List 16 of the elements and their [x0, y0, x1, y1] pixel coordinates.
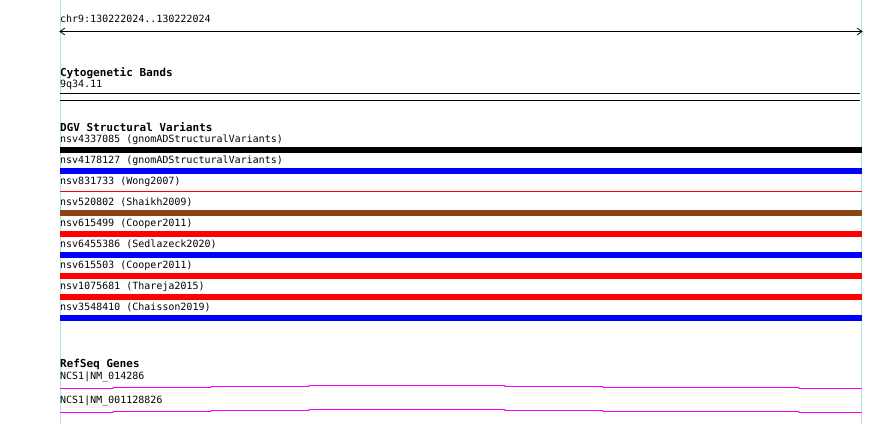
feature-label: nsv4178127 (gnomADStructuralVariants): [60, 155, 283, 167]
track-heading: Cytogenetic Bands: [60, 66, 173, 79]
feature-label: nsv520802 (Shaikh2009): [60, 197, 192, 209]
feature-label: nsv6455386 (Sedlazeck2020): [60, 239, 217, 251]
feature-label: nsv1075681 (Thareja2015): [60, 281, 204, 293]
feature-label: nsv615503 (Cooper2011): [60, 260, 192, 272]
feature-label: NCS1|NM_014286: [60, 371, 144, 383]
feature-label: nsv831733 (Wong2007): [60, 176, 180, 188]
track-heading: RefSeq Genes: [60, 357, 140, 370]
feature-label: nsv615499 (Cooper2011): [60, 218, 192, 230]
feature-label: NCS1|NM_001128826: [60, 395, 162, 407]
track-heading: DGV Structural Variants: [60, 121, 212, 134]
coordinate-label: chr9:130222024..130222024: [60, 14, 211, 26]
feature-label: nsv4337085 (gnomADStructuralVariants): [60, 134, 283, 146]
feature-label: 9q34.11: [60, 79, 102, 91]
feature-label: nsv3548410 (Chaisson2019): [60, 302, 211, 314]
